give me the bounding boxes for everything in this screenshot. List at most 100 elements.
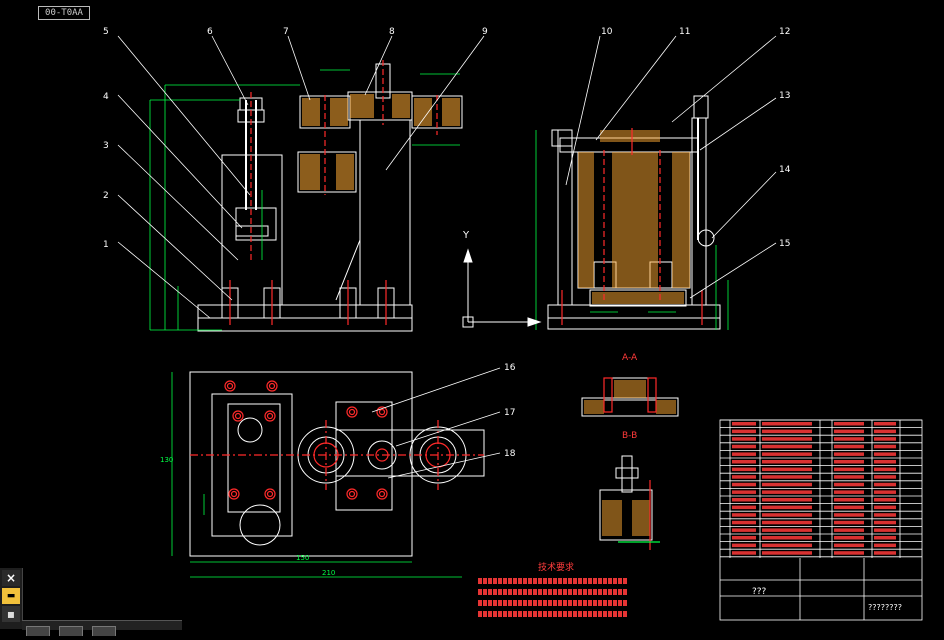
bom-cell-mark xyxy=(834,475,864,479)
bom-text-marks xyxy=(732,422,896,555)
side-view-dimensions xyxy=(535,130,729,330)
section-aa-hatch xyxy=(584,380,676,414)
bom-cell-mark xyxy=(762,543,812,548)
leader-label-9: 9 xyxy=(482,27,488,37)
leader-label-6: 6 xyxy=(207,27,213,37)
section-bb-lines xyxy=(618,480,660,550)
bom-cell-mark xyxy=(874,467,896,472)
bom-cell-mark xyxy=(762,505,812,510)
note-line-3 xyxy=(478,600,628,606)
section-bb-hatch xyxy=(602,500,650,536)
bom-cell-mark xyxy=(732,422,756,426)
title-block-number: ???????? xyxy=(868,603,902,612)
bom-cell-mark xyxy=(732,452,756,456)
leader-label-17: 17 xyxy=(504,408,515,418)
bom-cell-mark xyxy=(874,437,896,441)
bom-cell-mark xyxy=(874,513,896,517)
bom-cell-mark xyxy=(834,452,864,456)
leader-label-3: 3 xyxy=(103,141,109,151)
bom-cell-mark xyxy=(762,444,812,449)
drawing-tab-label[interactable]: 00-T0AA xyxy=(38,6,90,20)
bom-cell-mark xyxy=(834,498,864,502)
bom-cell-mark xyxy=(762,551,812,555)
bom-cell-mark xyxy=(834,505,864,510)
bom-cell-mark xyxy=(762,437,812,441)
bom-cell-mark xyxy=(762,528,812,532)
bom-cell-mark xyxy=(732,543,756,548)
top-view xyxy=(189,371,485,557)
layer-icon[interactable]: ▬ xyxy=(2,588,20,604)
leader-label-5: 5 xyxy=(103,27,109,37)
bom-cell-mark xyxy=(874,482,896,487)
bom-cell-mark xyxy=(834,467,864,472)
front-view-dimensions xyxy=(149,69,460,331)
front-view-leaders xyxy=(117,35,485,319)
top-view-dimensions xyxy=(171,372,462,578)
bom-cell-mark xyxy=(732,460,756,464)
bom-cell-mark xyxy=(874,528,896,532)
bom-cell-mark xyxy=(762,452,812,456)
tab-model[interactable] xyxy=(26,626,50,636)
bom-cell-mark xyxy=(874,498,896,502)
bom-cell-mark xyxy=(874,505,896,510)
side-view-bolts xyxy=(561,128,703,325)
bom-cell-mark xyxy=(762,513,812,517)
technical-notes-title: 技术要求 xyxy=(538,563,575,573)
section-aa-bolts xyxy=(603,377,657,413)
leader-label-4: 4 xyxy=(103,92,109,102)
leader-label-10: 10 xyxy=(601,27,613,37)
bom-cell-mark xyxy=(732,444,756,449)
bom-cell-mark xyxy=(732,528,756,532)
bom-cell-mark xyxy=(834,482,864,487)
bom-cell-mark xyxy=(834,460,864,464)
side-view-leaders xyxy=(565,35,777,299)
leader-label-1: 1 xyxy=(103,240,109,250)
tool-icon[interactable]: ▪ xyxy=(2,606,20,622)
dim-width-main: 210 xyxy=(322,569,335,577)
bom-cell-mark xyxy=(874,490,896,494)
bom-cell-mark xyxy=(762,490,812,494)
bom-cell-mark xyxy=(834,513,864,517)
bom-cell-mark xyxy=(834,528,864,532)
leader-label-16: 16 xyxy=(504,363,516,373)
bom-cell-mark xyxy=(834,490,864,494)
tab-layout1[interactable] xyxy=(59,626,84,636)
top-view-holes xyxy=(190,380,484,500)
tab-layout2[interactable] xyxy=(92,626,117,636)
leader-label-15: 15 xyxy=(779,239,790,249)
bom-cell-mark xyxy=(762,520,812,525)
bom-cell-mark xyxy=(874,475,896,479)
bom-cell-mark xyxy=(874,536,896,540)
bom-cell-mark xyxy=(732,505,756,510)
bom-cell-mark xyxy=(874,444,896,449)
ucs-axis-icon: Y xyxy=(462,230,542,328)
bom-cell-mark xyxy=(732,498,756,502)
front-view-bolts xyxy=(229,60,438,325)
bom-cell-mark xyxy=(732,536,756,540)
bom-cell-mark xyxy=(732,482,756,487)
leader-label-7: 7 xyxy=(283,27,289,37)
bom-cell-mark xyxy=(834,422,864,426)
bom-cell-mark xyxy=(732,475,756,479)
leader-label-18: 18 xyxy=(504,449,516,459)
note-line-2 xyxy=(478,589,628,595)
bom-cell-mark xyxy=(874,452,896,456)
svg-text:Y: Y xyxy=(462,230,470,241)
bom-cell-mark xyxy=(762,475,812,479)
bom-cell-mark xyxy=(834,520,864,525)
bom-cell-mark xyxy=(732,490,756,494)
close-icon[interactable]: × xyxy=(2,570,20,586)
bom-cell-mark xyxy=(834,444,864,449)
leader-label-11: 11 xyxy=(679,27,690,37)
section-label-aa: A-A xyxy=(622,353,638,363)
leader-label-13: 13 xyxy=(779,91,790,101)
bom-cell-mark xyxy=(732,429,756,434)
title-block-name: ??? xyxy=(752,587,767,597)
dim-width-inner: 150 xyxy=(296,554,309,562)
section-label-bb: B-B xyxy=(622,431,637,441)
bom-cell-mark xyxy=(732,467,756,472)
side-toolbar: × ▬ ▪ xyxy=(0,568,23,629)
bom-cell-mark xyxy=(762,422,812,426)
bom-cell-mark xyxy=(874,551,896,555)
